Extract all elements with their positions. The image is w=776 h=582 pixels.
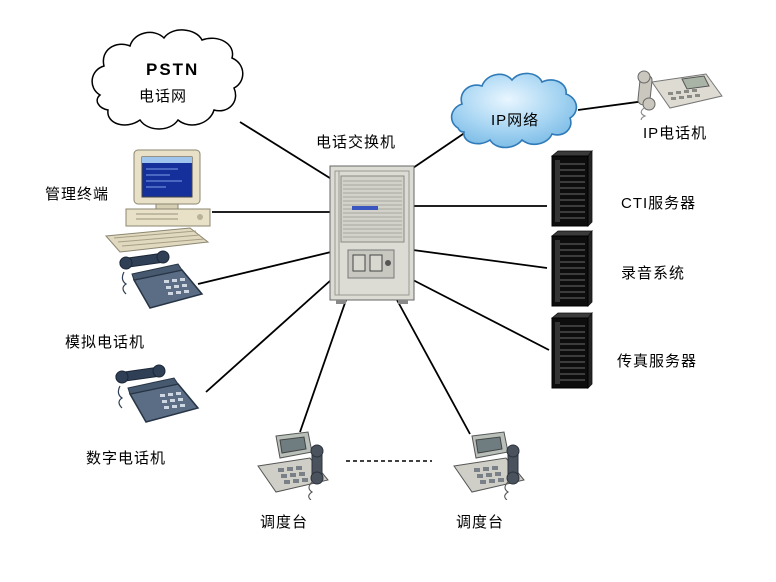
ip-phone-label: IP电话机: [643, 125, 708, 142]
ip-phone-icon: [636, 70, 723, 120]
console-right-icon: [453, 431, 525, 500]
analog-phone-icon: [118, 250, 203, 309]
fax-server-icon: [551, 312, 593, 389]
edge-pbx-analog: [197, 251, 332, 285]
edge-pbx-console1: [299, 299, 347, 433]
edge-pbx-recording: [412, 249, 548, 269]
ip-cloud-shape: [450, 72, 578, 149]
digital-phone-icon: [114, 364, 199, 423]
edge-pstn-pbx: [239, 121, 334, 181]
console-left-icon: [257, 431, 329, 500]
mgmt-terminal-label: 管理终端: [45, 186, 110, 203]
digital-phone-label: 数字电话机: [86, 450, 167, 467]
pbx-cabinet-icon: [329, 165, 415, 304]
console-right-label: 调度台: [456, 514, 505, 531]
pbx-label: 电话交换机: [316, 134, 397, 151]
cti-server-icon: [551, 150, 593, 227]
pstn-cloud-shape: [91, 29, 244, 130]
connection-lines: [197, 99, 653, 462]
edge-pbx-digital: [205, 279, 332, 393]
edge-pbx-console2: [396, 299, 471, 435]
pstn-label-line1: PSTN: [146, 60, 200, 79]
analog-phone-label: 模拟电话机: [65, 334, 146, 351]
cti-server-label: CTI服务器: [621, 195, 697, 212]
ip-network-label: IP网络: [491, 112, 540, 129]
console-left-label: 调度台: [260, 514, 309, 531]
fax-server-label: 传真服务器: [617, 353, 698, 370]
pstn-label-line2: 电话网: [139, 88, 188, 105]
recording-system-icon: [551, 230, 593, 307]
edge-pbx-fax: [412, 279, 550, 351]
mgmt-terminal-icon: [104, 149, 211, 253]
edge-pbx-ipnetwork: [409, 131, 467, 171]
recording-system-label: 录音系统: [621, 265, 686, 282]
